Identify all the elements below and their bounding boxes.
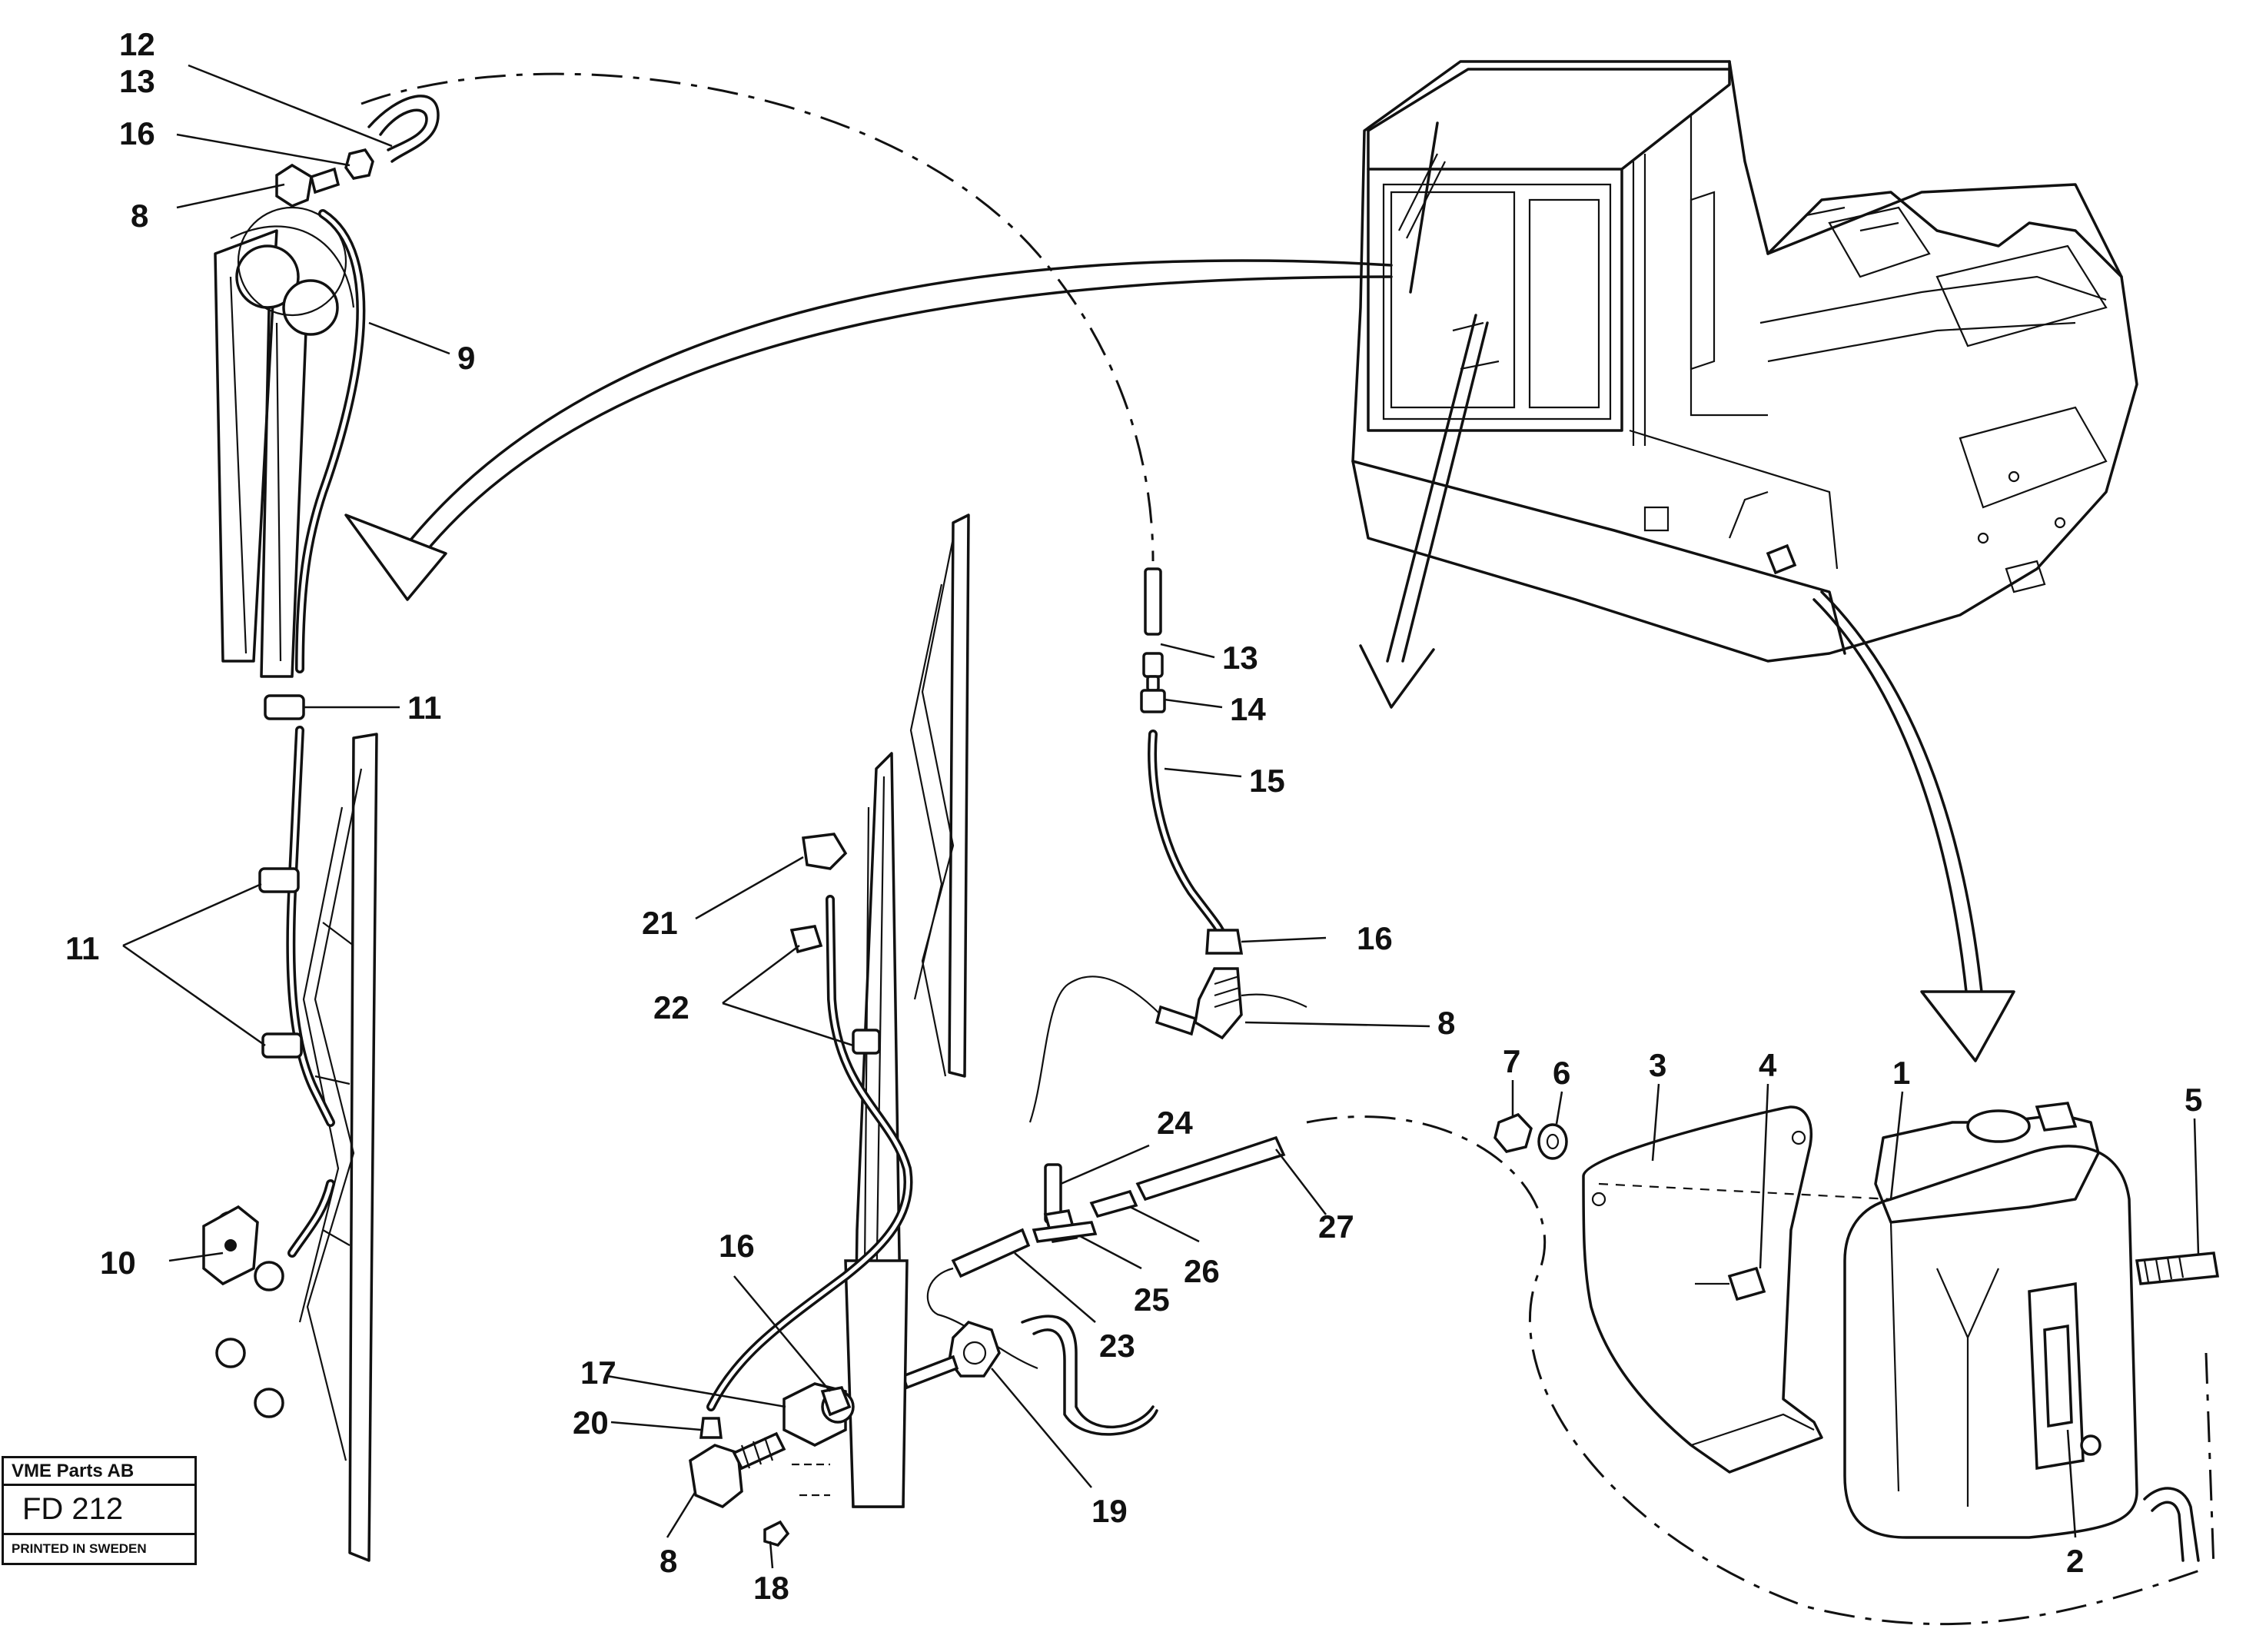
callout-2: 2 bbox=[2066, 1543, 2084, 1579]
callout-24: 24 bbox=[1157, 1105, 1193, 1141]
callout-labels: 12 13 16 8 9 11 11 10 13 14 15 16 8 21 2… bbox=[65, 26, 2202, 1606]
callout-9: 9 bbox=[457, 340, 475, 376]
callout-15: 15 bbox=[1249, 763, 1285, 799]
excavator-illustration bbox=[1351, 60, 2138, 663]
callout-3: 3 bbox=[1649, 1047, 1666, 1083]
callout-12: 12 bbox=[119, 26, 155, 62]
callout-11: 11 bbox=[65, 930, 99, 966]
callout-5: 5 bbox=[2185, 1082, 2202, 1118]
connection-line-bottom-right bbox=[2205, 1352, 2215, 1569]
arrow-to-left-wiper bbox=[344, 259, 1393, 601]
callout-16: 16 bbox=[1357, 920, 1393, 956]
callout-11: 11 bbox=[407, 690, 441, 726]
centre-wiper-assembly bbox=[689, 514, 970, 1547]
printed-note: PRINTED IN SWEDEN bbox=[12, 1541, 147, 1556]
callout-20: 20 bbox=[573, 1404, 609, 1441]
centre-hose-run bbox=[901, 567, 1307, 1436]
callout-26: 26 bbox=[1184, 1253, 1220, 1289]
callout-13: 13 bbox=[119, 63, 155, 99]
title-block: VME Parts AB FD 212 PRINTED IN SWEDEN bbox=[2, 1456, 197, 1565]
left-wiper-assembly bbox=[202, 95, 440, 1562]
callout-1: 1 bbox=[1892, 1055, 1910, 1091]
callout-8: 8 bbox=[131, 198, 148, 234]
callout-13: 13 bbox=[1222, 640, 1258, 676]
callout-16: 16 bbox=[719, 1228, 755, 1264]
callout-6: 6 bbox=[1553, 1055, 1570, 1091]
callout-10: 10 bbox=[100, 1245, 136, 1281]
connection-line-reservoir bbox=[1306, 1115, 2207, 1626]
callout-17: 17 bbox=[580, 1355, 616, 1391]
callout-18: 18 bbox=[753, 1570, 789, 1606]
arrow-down-from-cab bbox=[1359, 314, 1489, 709]
drawing-code: FD 212 bbox=[4, 1486, 194, 1535]
arrow-to-reservoir bbox=[1812, 590, 2015, 1062]
reservoir-assembly bbox=[1493, 1102, 2220, 1562]
callout-4: 4 bbox=[1759, 1047, 1777, 1083]
callout-8: 8 bbox=[1437, 1005, 1455, 1041]
company-name: VME Parts AB bbox=[4, 1458, 194, 1486]
callout-8: 8 bbox=[660, 1543, 677, 1579]
callout-14: 14 bbox=[1230, 691, 1266, 727]
callout-27: 27 bbox=[1318, 1208, 1354, 1245]
callout-22: 22 bbox=[653, 989, 689, 1025]
callout-19: 19 bbox=[1091, 1493, 1128, 1529]
leader-lines bbox=[122, 64, 2200, 1569]
connection-line-top bbox=[360, 72, 1155, 562]
callout-16: 16 bbox=[119, 115, 155, 151]
callout-23: 23 bbox=[1099, 1328, 1135, 1364]
callout-7: 7 bbox=[1503, 1043, 1520, 1079]
callout-21: 21 bbox=[642, 905, 678, 941]
callout-25: 25 bbox=[1134, 1281, 1170, 1318]
